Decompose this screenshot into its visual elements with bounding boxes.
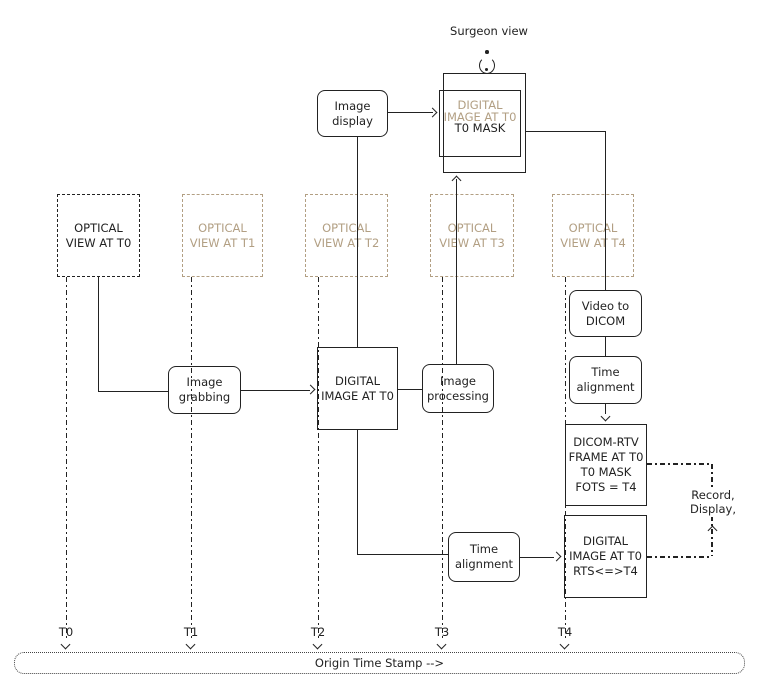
timeline-t1 bbox=[190, 277, 192, 640]
arrowhead-into-mask bbox=[427, 107, 438, 117]
video-to-dicom-box: Video to DICOM bbox=[569, 290, 642, 337]
dicom-rtv-frame-box: DICOM-RTV FRAME AT T0 T0 MASK FOTS = T4 bbox=[565, 424, 647, 506]
arrowhead-t4 bbox=[559, 639, 570, 650]
origin-time-stamp-box: Origin Time Stamp --> bbox=[14, 652, 745, 674]
optical-view-t2-box: OPTICAL VIEW AT T2 bbox=[305, 194, 388, 277]
image-processing-box: Image processing bbox=[422, 364, 494, 413]
arrowhead-t2 bbox=[312, 639, 323, 650]
arrowhead-into-mask-bottom bbox=[451, 175, 461, 186]
timeline-t3 bbox=[441, 277, 443, 640]
timeline-t2 bbox=[317, 277, 319, 640]
mask-text-digital: DIGITAL bbox=[457, 98, 503, 112]
time-alignment-right-box: Time alignment bbox=[569, 356, 642, 404]
optical-view-t3-box: OPTICAL VIEW AT T3 bbox=[430, 194, 514, 277]
connector-processing-up bbox=[455, 179, 457, 364]
image-grabbing-box: Image grabbing bbox=[168, 366, 241, 414]
arrowhead-into-digital bbox=[305, 384, 316, 395]
connector-to-grabbing bbox=[98, 390, 168, 392]
mask-text-image-at: IMAGE AT T0 bbox=[443, 109, 517, 124]
connector-rts-to-record bbox=[647, 556, 712, 558]
connector-align-to-rts bbox=[520, 556, 554, 558]
arrowhead-record bbox=[707, 525, 717, 536]
connector-digital-down bbox=[356, 430, 358, 555]
mask-text-t0-mask: T0 MASK bbox=[454, 121, 506, 135]
connector-t0-down bbox=[97, 277, 99, 392]
connector-digital-to-processing bbox=[398, 388, 422, 390]
time-alignment-bottom-box: Time alignment bbox=[448, 532, 520, 582]
connector-mask-right bbox=[526, 130, 606, 132]
connector-down-to-video bbox=[604, 131, 606, 290]
digital-image-t0-box: DIGITAL IMAGE AT T0 bbox=[317, 347, 398, 430]
timeline-t0 bbox=[65, 277, 67, 640]
arrowhead-t0 bbox=[60, 639, 71, 650]
connector-to-bottom-align bbox=[357, 553, 448, 555]
arrowhead-into-rts bbox=[551, 551, 562, 562]
connector-dicom-to-record bbox=[647, 463, 712, 465]
connector-align-to-dicom bbox=[604, 404, 606, 414]
optical-view-t4-box: OPTICAL VIEW AT T4 bbox=[552, 194, 634, 277]
connector-grabbing-to-digital bbox=[241, 389, 310, 391]
optical-view-t0-box: OPTICAL VIEW AT T0 bbox=[57, 194, 140, 277]
record-display-label: Record, Display, bbox=[682, 488, 744, 517]
surgeon-view-title: Surgeon view bbox=[450, 24, 528, 38]
timeline-t4 bbox=[564, 277, 566, 640]
arrowhead-t3 bbox=[436, 639, 447, 650]
arrowhead-t1 bbox=[185, 639, 196, 650]
mask-overlay-text: DIGITAL IMAGE AT T0 T0 MASK bbox=[440, 98, 520, 135]
mask-outer-box bbox=[443, 73, 526, 173]
digital-image-rts-box: DIGITAL IMAGE AT T0 RTS<=>T4 bbox=[564, 515, 647, 598]
image-display-box: Image display bbox=[317, 90, 388, 137]
connector-display-down bbox=[356, 137, 358, 347]
arrowhead-into-dicom-rtv bbox=[600, 411, 610, 421]
connector-video-to-align bbox=[604, 337, 606, 356]
optical-view-t1-box: OPTICAL VIEW AT T1 bbox=[182, 194, 263, 277]
connector-display-to-mask bbox=[388, 111, 433, 113]
mask-inner-box bbox=[439, 90, 521, 157]
